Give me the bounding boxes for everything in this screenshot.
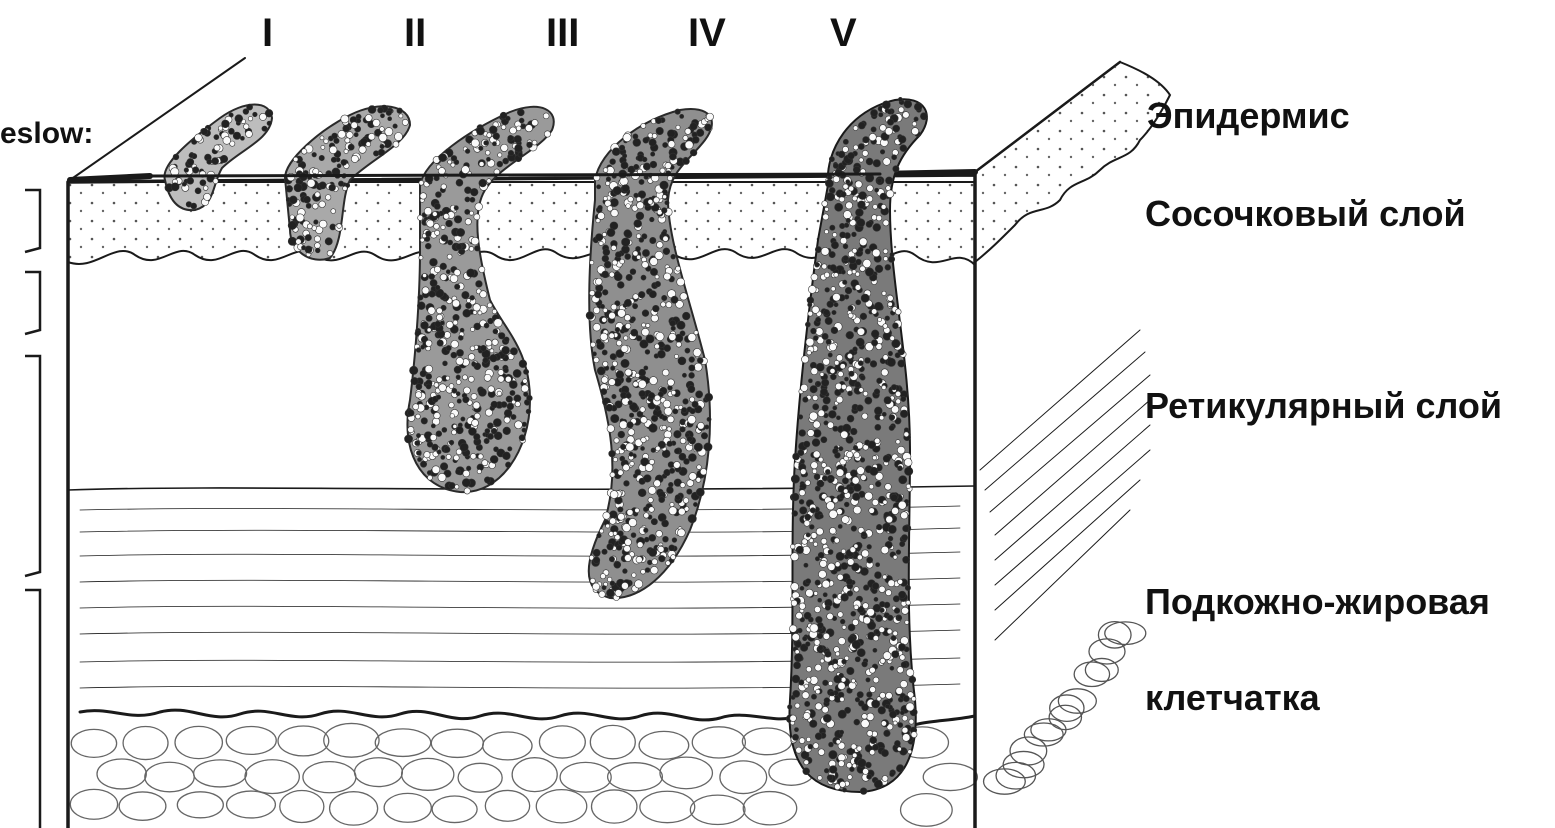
clark-label-2: II (404, 11, 426, 55)
breslow-label: eslow: (0, 117, 93, 150)
clark-level-labels: I II III IV V (262, 11, 857, 55)
side-fat-cells (984, 622, 1146, 795)
label-reticular-layer: Ретикулярный слой (1145, 385, 1502, 426)
clark-label-4: IV (688, 11, 726, 55)
side-epidermis (975, 62, 1170, 262)
clark-label-3: III (546, 11, 579, 55)
label-subcutaneous-line1: Подкожно-жировая (1145, 581, 1490, 622)
layer-labels: Эпидермис Сосочковый слой Ретикулярный с… (1145, 95, 1502, 718)
label-epidermis: Эпидермис (1147, 95, 1350, 136)
label-subcutaneous-line2: клетчатка (1145, 677, 1321, 718)
breslow-brackets (25, 190, 40, 828)
side-face (975, 62, 1170, 794)
clark-label-5: V (830, 11, 857, 55)
label-papillary-layer: Сосочковый слой (1145, 193, 1466, 234)
clark-label-1: I (262, 11, 273, 55)
